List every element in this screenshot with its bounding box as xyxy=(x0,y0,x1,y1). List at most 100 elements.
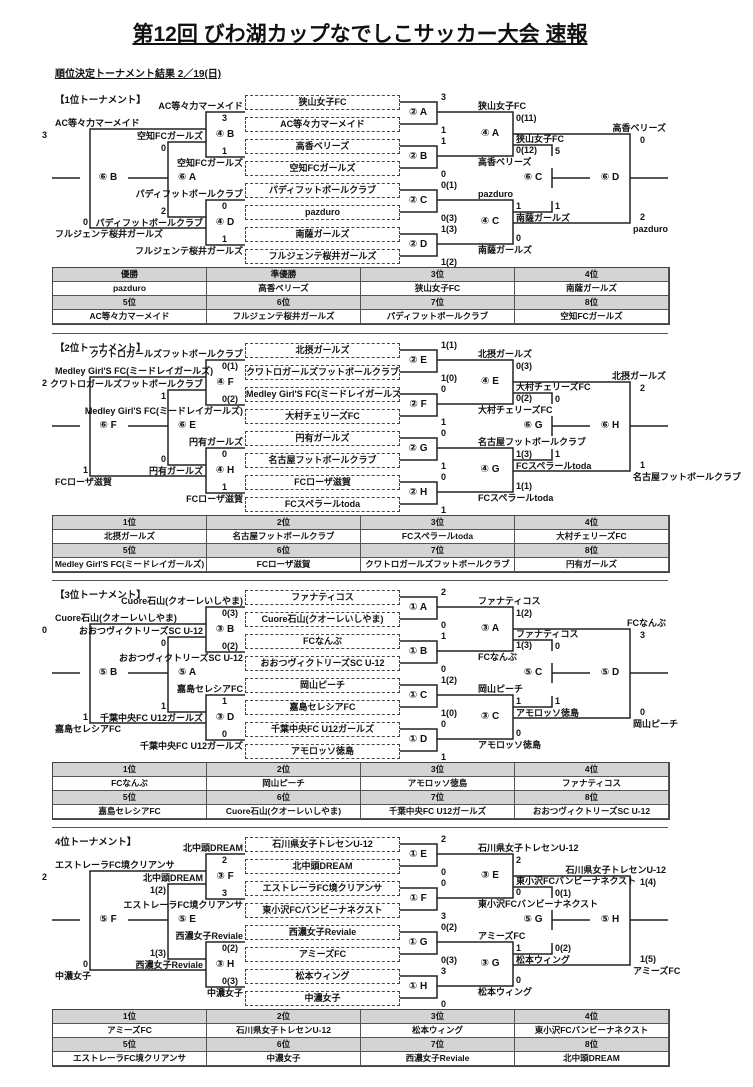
team-name: フルジェンテ桜井ガールズ xyxy=(55,229,164,239)
match-label: ③ H xyxy=(215,958,235,970)
document-title: 第12回 びわ湖カップなでしこサッカー大会 速報 xyxy=(0,18,720,48)
team-name: 空知FCガールズ xyxy=(177,158,243,168)
match-label: ⑥ F xyxy=(99,420,117,431)
match-score: 1 xyxy=(160,391,166,401)
team-name: アミーズFC xyxy=(633,966,681,976)
team-slot: 大村チェリーズFC xyxy=(245,409,400,424)
team-name: エストレーラFC境クリアンサ xyxy=(123,900,243,910)
team-name: エストレーラFC境クリアンサ xyxy=(55,860,175,870)
rank-header: 3位 xyxy=(361,1010,515,1024)
match-score: 1 xyxy=(82,465,88,475)
team-name: FCスペラールtoda xyxy=(516,461,592,471)
team-name: パディフットボールクラブ xyxy=(95,218,203,228)
team-name: ファナティコス xyxy=(516,629,579,639)
rank-header: 5位 xyxy=(53,296,207,310)
match-label: ⑤ F xyxy=(99,914,117,925)
rank-team: 千葉中央FC U12ガールズ xyxy=(361,805,515,819)
match-score: 1(2) xyxy=(441,675,458,685)
match-score: 1(3) xyxy=(149,948,166,958)
winner-name: pazduro xyxy=(478,189,513,199)
rank-header: 4位 xyxy=(515,516,669,530)
rank-team: 空知FCガールズ xyxy=(515,310,669,324)
rank-header: 6位 xyxy=(207,544,361,558)
match-score: 1 xyxy=(441,752,447,762)
match-score: 0 xyxy=(160,638,166,648)
team-name: 東小沢FCバンビーナネクスト xyxy=(516,876,637,886)
match-score: 1(1) xyxy=(441,340,458,350)
team-slot: 岡山ピーチ xyxy=(245,678,400,693)
match-score: 1(0) xyxy=(441,708,458,718)
rank-team: Medley Girl'S FC(ミードレイガールズ) xyxy=(53,558,207,572)
match-score: 1(2) xyxy=(441,257,458,267)
rank-team: アミーズFC xyxy=(53,1024,207,1038)
rank-header: 2位 xyxy=(207,763,361,777)
match-label: ① B xyxy=(408,646,428,657)
rank-team: 円有ガールズ xyxy=(515,558,669,572)
match-label: ④ B xyxy=(215,128,235,140)
winner-name: 狭山女子FC xyxy=(478,101,526,111)
rank-header: 5位 xyxy=(53,544,207,558)
team-slot: 狭山女子FC xyxy=(245,95,400,110)
team-slot: 千葉中央FC U12ガールズ xyxy=(245,722,400,737)
team-name: FCなんぶ xyxy=(627,618,666,628)
rank-team: おおつヴィクトリーズSC U-12 xyxy=(515,805,669,819)
match-score: 2 xyxy=(640,212,646,222)
rank-header: 6位 xyxy=(207,791,361,805)
team-name: pazduro xyxy=(633,224,668,234)
match-score: 0 xyxy=(516,233,522,243)
section-divider xyxy=(52,827,668,828)
rank-team: 西濃女子Reviale xyxy=(361,1052,515,1066)
match-score: 0 xyxy=(516,975,522,985)
match-label: ③ F xyxy=(216,870,234,882)
team-slot: FCローザ滋賀 xyxy=(245,475,400,490)
match-label: ③ A xyxy=(480,623,500,634)
match-score: 3 xyxy=(41,130,47,140)
team-name: 北摂ガールズ xyxy=(611,371,666,381)
match-score: 1 xyxy=(441,461,447,471)
match-score: 3 xyxy=(441,911,447,921)
match-score: 0 xyxy=(441,620,447,630)
match-label: ④ H xyxy=(215,464,235,476)
match-label: ⑥ E xyxy=(178,420,196,431)
match-score: 0(1) xyxy=(441,180,458,190)
match-score: 1(1) xyxy=(516,481,533,491)
team-name: 円有ガールズ xyxy=(188,437,243,447)
team-slot: FCスペラールtoda xyxy=(245,497,400,512)
match-label: ② C xyxy=(408,195,428,206)
match-label: ⑥ A xyxy=(177,172,197,183)
rank-header: 2位 xyxy=(207,516,361,530)
match-score: 2 xyxy=(41,378,47,388)
winner-name: FCスペラールtoda xyxy=(478,493,554,503)
team-slot: エストレーラFC境クリアンサ xyxy=(245,881,400,896)
section-heading: 4位トーナメント】 xyxy=(55,837,137,848)
match-score: 1 xyxy=(640,460,646,470)
rank-header: 2位 xyxy=(207,1010,361,1024)
bracket-lines xyxy=(52,843,668,999)
rank-header: 7位 xyxy=(361,544,515,558)
team-slot: pazduro xyxy=(245,205,400,220)
match-label: ④ A xyxy=(480,128,500,139)
match-score: 0(2) xyxy=(516,393,533,403)
match-label: ④ G xyxy=(480,464,500,475)
winner-name: FCなんぶ xyxy=(478,652,517,662)
match-score: 0 xyxy=(82,959,88,969)
winner-name: アミーズFC xyxy=(478,931,526,941)
match-score: 0 xyxy=(82,217,88,227)
winner-name: 東小沢FCバンビーナネクスト xyxy=(478,899,599,909)
rank-header: 1位 xyxy=(53,516,207,530)
section-heading: 【1位トーナメント】 xyxy=(55,95,146,106)
rank-team: FCローザ滋賀 xyxy=(207,558,361,572)
rank-header: 5位 xyxy=(53,791,207,805)
rank-team: 嘉島セレシアFC xyxy=(53,805,207,819)
team-name: 北中頭DREAM xyxy=(183,843,243,853)
match-score: 0(1) xyxy=(222,361,239,371)
team-name: 千葉中央FC U12ガールズ xyxy=(99,713,203,723)
rank-header: 4位 xyxy=(515,1010,669,1024)
match-score: 1 xyxy=(222,482,228,492)
match-score: 0(12) xyxy=(516,145,538,155)
match-label: ⑤ C xyxy=(523,667,543,678)
